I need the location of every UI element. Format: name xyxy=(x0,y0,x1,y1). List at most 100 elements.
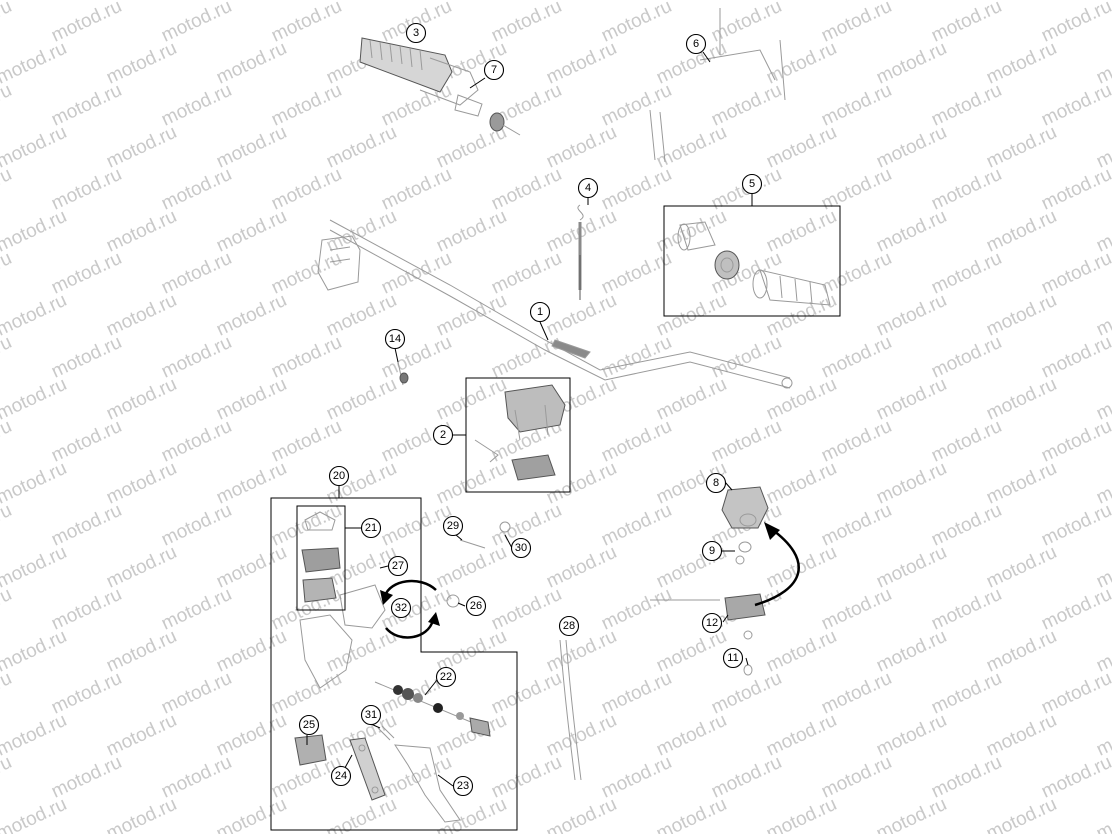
watermark-text: motod.ru xyxy=(873,794,950,834)
box-20 xyxy=(270,497,518,831)
callout-layer: 1 2 3 4 5 6 7 8 9 11 12 14 20 21 22 23 2… xyxy=(298,22,763,797)
bolt-part xyxy=(397,361,409,386)
box-21 xyxy=(296,505,346,611)
svg-text:23: 23 xyxy=(457,780,469,792)
watermark-text: motod.ru xyxy=(0,458,70,509)
callout-23[interactable]: 23 xyxy=(452,775,474,797)
svg-text:22: 22 xyxy=(440,671,452,683)
svg-text:25: 25 xyxy=(303,719,315,731)
svg-text:4: 4 xyxy=(585,182,591,194)
svg-text:8: 8 xyxy=(713,477,719,489)
brake-line-part xyxy=(559,639,582,781)
watermark-text: motod.ru xyxy=(213,794,290,834)
svg-text:7: 7 xyxy=(491,64,497,76)
callout-25[interactable]: 25 xyxy=(298,714,320,736)
watermark-text: motod.ru xyxy=(0,584,15,635)
connector-part xyxy=(489,112,521,136)
svg-text:21: 21 xyxy=(365,522,377,534)
watermark-text: motod.ru xyxy=(323,794,400,834)
svg-text:1: 1 xyxy=(537,306,543,318)
svg-text:27: 27 xyxy=(392,560,404,572)
master-cylinder-part xyxy=(299,511,511,689)
callout-9[interactable]: 9 xyxy=(701,540,723,562)
watermark-text: motod.ru xyxy=(983,794,1060,834)
callout-31[interactable]: 31 xyxy=(360,704,382,726)
svg-text:32: 32 xyxy=(395,602,407,614)
watermark-text: motod.ru xyxy=(0,794,70,834)
callout-21[interactable]: 21 xyxy=(360,517,382,539)
callout-3[interactable]: 3 xyxy=(405,22,427,44)
watermark-text: motod.ru xyxy=(0,416,15,467)
watermark-text: motod.ru xyxy=(0,248,15,299)
switch-housing-part xyxy=(317,235,361,291)
svg-text:3: 3 xyxy=(413,27,419,39)
callout-22[interactable]: 22 xyxy=(435,666,457,688)
svg-text:24: 24 xyxy=(335,770,347,782)
right-grip-part xyxy=(677,221,831,306)
callout-11[interactable]: 11 xyxy=(722,647,744,669)
handlebar-part xyxy=(329,219,793,389)
callout-27[interactable]: 27 xyxy=(387,555,409,577)
circular-arrow-lower-icon xyxy=(385,619,435,639)
svg-text:12: 12 xyxy=(706,617,718,629)
watermark-text: motod.ru xyxy=(0,374,70,425)
svg-text:20: 20 xyxy=(333,470,345,482)
watermark-text: motod.ru xyxy=(0,332,15,383)
callout-32[interactable]: 32 xyxy=(390,597,412,619)
watermark-text: motod.ru xyxy=(1093,794,1112,834)
parts-drawing xyxy=(294,8,831,823)
watermark-text: motod.ru xyxy=(0,80,15,131)
brake-lever-part xyxy=(294,725,461,823)
callout-1[interactable]: 1 xyxy=(529,301,551,323)
circular-arrow-upper-icon xyxy=(383,579,437,597)
watermark-text: motod.ru xyxy=(0,752,15,803)
callout-7[interactable]: 7 xyxy=(483,59,505,81)
callout-24[interactable]: 24 xyxy=(330,765,352,787)
svg-text:2: 2 xyxy=(440,429,446,441)
watermark-text: motod.ru xyxy=(0,0,70,5)
watermark-text: motod.ru xyxy=(103,794,180,834)
callout-6[interactable]: 6 xyxy=(685,33,707,55)
callout-20[interactable]: 20 xyxy=(328,465,350,487)
svg-text:9: 9 xyxy=(709,545,715,557)
svg-text:29: 29 xyxy=(447,520,459,532)
svg-text:30: 30 xyxy=(515,542,527,554)
watermark-text: motod.ru xyxy=(0,500,15,551)
clutch-cable-part xyxy=(577,204,584,300)
callout-26[interactable]: 26 xyxy=(465,595,487,617)
svg-text:26: 26 xyxy=(470,600,482,612)
circular-arrow-upper-head-icon xyxy=(380,590,393,605)
watermark-text: motod.ru xyxy=(1093,0,1112,5)
watermark-text: motod.ru xyxy=(0,122,70,173)
callout-2[interactable]: 2 xyxy=(432,424,454,446)
circular-arrow-lower-head-icon xyxy=(428,612,440,626)
callout-30[interactable]: 30 xyxy=(510,537,532,559)
left-grip-part xyxy=(359,37,483,117)
watermark-text: motod.ru xyxy=(653,794,730,834)
callout-12[interactable]: 12 xyxy=(701,612,723,634)
svg-text:14: 14 xyxy=(389,333,401,345)
svg-text:6: 6 xyxy=(693,38,699,50)
arrow-head-icon xyxy=(764,522,780,540)
svg-text:28: 28 xyxy=(563,620,575,632)
svg-text:5: 5 xyxy=(749,178,755,190)
watermark-text: motod.ru xyxy=(543,794,620,834)
watermark-text: motod.ru xyxy=(763,794,840,834)
watermark-text: motod.ru xyxy=(0,542,70,593)
callout-29[interactable]: 29 xyxy=(442,515,464,537)
svg-text:31: 31 xyxy=(365,709,377,721)
leader-lines xyxy=(306,51,753,787)
watermark-text: motod.ru xyxy=(0,164,15,215)
callout-8[interactable]: 8 xyxy=(705,472,727,494)
watermark-text: motod.ru xyxy=(433,794,510,834)
throttle-tube-part xyxy=(649,8,786,163)
callout-28[interactable]: 28 xyxy=(558,615,580,637)
watermark-text: motod.ru xyxy=(0,38,70,89)
callout-4[interactable]: 4 xyxy=(577,177,599,199)
handlebar-clamp-part xyxy=(474,384,566,481)
watermark-text: motod.ru xyxy=(0,0,15,47)
watermark-text: motod.ru xyxy=(0,710,70,761)
callout-5[interactable]: 5 xyxy=(741,173,763,195)
callout-14[interactable]: 14 xyxy=(384,328,406,350)
